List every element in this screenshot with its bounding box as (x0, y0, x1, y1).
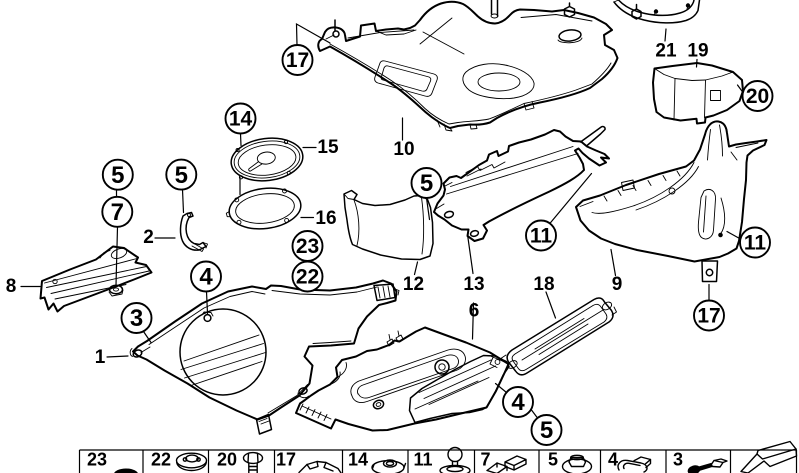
callout-balloon-23[interactable]: 23 (291, 230, 324, 262)
svg-text:14: 14 (229, 108, 253, 131)
legend-cell-20[interactable]: 20 (217, 450, 264, 473)
svg-text:23: 23 (296, 235, 319, 258)
part-drawing-21 (613, 0, 701, 24)
spring-clip-icon (617, 456, 652, 473)
part-drawing-16 (225, 187, 302, 230)
part-drawing-15 (230, 137, 304, 182)
part-drawing-1 (129, 279, 400, 435)
part-drawing-18 (501, 297, 617, 376)
svg-text:14: 14 (348, 450, 368, 470)
callout-balloon-5-bottom[interactable]: 5 (530, 414, 563, 446)
callout-label-12[interactable]: 12 (403, 274, 424, 295)
svg-text:11: 11 (414, 450, 433, 470)
svg-text:4: 4 (511, 389, 525, 416)
callout-balloon-20[interactable]: 20 (741, 80, 774, 112)
svg-text:5: 5 (175, 162, 188, 189)
callout-balloon-4-bottom[interactable]: 4 (502, 386, 534, 418)
svg-text:5: 5 (540, 417, 553, 444)
svg-text:17: 17 (276, 450, 296, 470)
callout-balloon-7[interactable]: 7 (101, 195, 134, 228)
callout-label-8[interactable]: 8 (6, 276, 17, 297)
callout-labels: 10 21 19 15 16 2 8 1 12 13 18 9 6 (6, 41, 709, 369)
svg-text:7: 7 (111, 199, 124, 226)
svg-text:11: 11 (744, 232, 767, 255)
legend-cell-7[interactable]: 7 (481, 450, 527, 473)
callout-label-6[interactable]: 6 (469, 301, 480, 322)
part-drawing-8 (39, 245, 153, 313)
hex-bolt-icon (242, 451, 264, 473)
callout-label-15[interactable]: 15 (317, 137, 339, 158)
svg-text:3: 3 (130, 305, 143, 332)
callout-balloon-5-bracket[interactable]: 5 (165, 158, 198, 191)
push-nut-icon (561, 454, 593, 473)
legend-cell-14[interactable]: 14 (348, 450, 407, 473)
bracket-clip-icon (486, 455, 527, 473)
svg-text:17: 17 (697, 305, 720, 328)
callout-label-21[interactable]: 21 (655, 41, 677, 62)
legend-cell-23[interactable]: 23 (87, 450, 138, 473)
part-drawing-9 (575, 120, 768, 283)
callout-balloon-3[interactable]: 3 (120, 302, 153, 334)
legend-cell-3[interactable]: 3 (673, 450, 728, 473)
callout-label-13[interactable]: 13 (463, 274, 484, 295)
part-drawing-12 (343, 189, 434, 261)
svg-text:5: 5 (548, 450, 558, 470)
legend-cell-more[interactable] (740, 440, 798, 473)
legend-cell-5[interactable]: 5 (548, 450, 593, 473)
svg-text:22: 22 (296, 266, 319, 289)
svg-text:3: 3 (673, 450, 683, 470)
svg-text:23: 23 (87, 450, 107, 470)
expansion-rivet-icon (439, 446, 471, 473)
clamp-clip-icon (298, 460, 342, 473)
callout-label-1[interactable]: 1 (95, 347, 106, 368)
svg-text:4: 4 (608, 450, 618, 470)
part-drawing-13 (433, 125, 610, 242)
callout-label-2[interactable]: 2 (143, 227, 154, 248)
callout-balloon-14[interactable]: 14 (224, 102, 257, 135)
svg-text:20: 20 (217, 450, 237, 470)
svg-text:11: 11 (530, 225, 553, 248)
callout-balloon-11-mid[interactable]: 11 (525, 219, 557, 252)
callout-label-16[interactable]: 16 (315, 208, 336, 229)
callout-balloon-17-right[interactable]: 17 (693, 299, 725, 332)
leader-lines (20, 22, 744, 419)
callout-label-10[interactable]: 10 (393, 139, 414, 160)
legend-cell-4[interactable]: 4 (608, 450, 652, 473)
part-drawings (39, 0, 768, 435)
svg-text:7: 7 (481, 450, 491, 470)
legend-strip: 23 22 20 17 (78, 440, 798, 473)
callout-label-9[interactable]: 9 (612, 274, 623, 295)
callout-balloon-11-right[interactable]: 11 (739, 226, 771, 259)
part-drawing-6 (295, 326, 510, 432)
part-drawing-19 (652, 62, 744, 125)
legend-cell-22[interactable]: 22 (151, 450, 208, 472)
svg-text:5: 5 (420, 170, 433, 197)
continuation-arrow-icon (740, 440, 798, 473)
svg-text:17: 17 (286, 49, 309, 72)
plastic-nut-icon (114, 468, 138, 473)
legend-cell-17[interactable]: 17 (276, 450, 342, 473)
part-drawing-2 (179, 211, 208, 252)
grommet-nut-icon (371, 459, 407, 473)
callout-balloon-22[interactable]: 22 (291, 260, 324, 293)
part-drawing-10 (317, 0, 619, 132)
callout-balloon-17-top[interactable]: 17 (281, 44, 314, 76)
svg-text:22: 22 (151, 450, 171, 470)
svg-text:20: 20 (746, 85, 769, 108)
callout-balloon-4-left[interactable]: 4 (190, 260, 222, 293)
legend-cell-11[interactable]: 11 (414, 446, 471, 473)
callout-label-18[interactable]: 18 (533, 274, 554, 295)
oval-grommet-icon (175, 452, 208, 472)
screw-clip-icon (687, 458, 728, 473)
callout-balloons: 17 14 5 7 5 23 22 4 3 5 11 (101, 44, 774, 446)
callout-label-19[interactable]: 19 (687, 41, 708, 62)
callout-balloon-5-mid[interactable]: 5 (410, 167, 443, 199)
svg-text:5: 5 (111, 162, 124, 189)
callout-balloon-5-left[interactable]: 5 (101, 158, 134, 191)
svg-text:4: 4 (199, 264, 213, 291)
